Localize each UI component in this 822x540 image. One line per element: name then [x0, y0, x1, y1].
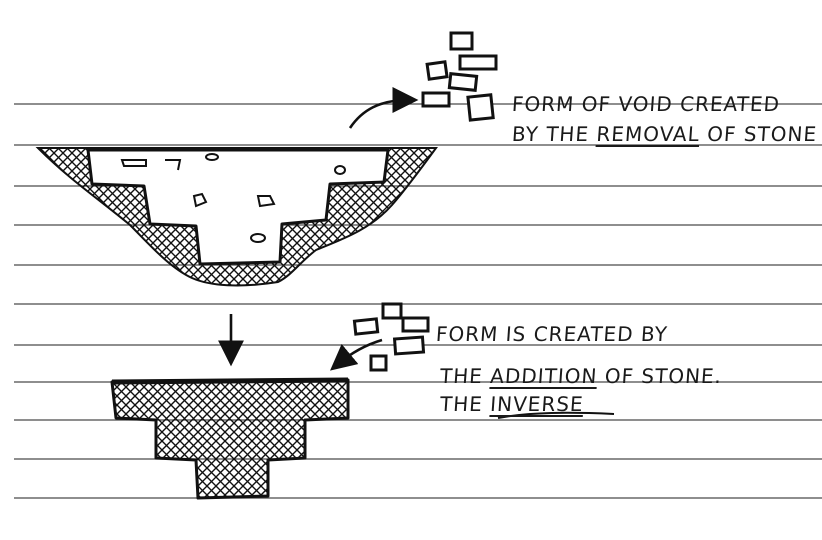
stone-block: [383, 304, 401, 318]
void-note-suffix: OF STONE: [699, 122, 818, 146]
inverse-note-line: THE INVERSE: [439, 392, 584, 416]
void-note-line2: BY THE REMOVAL OF STONE: [511, 122, 818, 146]
addition-note-prefix: THE: [439, 364, 491, 388]
stone-block: [427, 62, 447, 79]
stone-block: [449, 74, 476, 91]
stone-block: [354, 319, 377, 334]
stone-block: [460, 56, 496, 69]
removal-underlined: REMOVAL: [596, 122, 701, 146]
stone-block: [403, 318, 428, 331]
addition-note-line2: THE ADDITION OF STONE.: [439, 364, 723, 388]
stone-block: [423, 93, 449, 106]
inverse-note-prefix: THE: [439, 392, 491, 416]
addition-note-line1: FORM IS CREATED BY: [435, 322, 668, 346]
void-note-line1: FORM OF VOID CREATED: [511, 92, 781, 116]
stone-block: [371, 356, 386, 370]
stone-block: [395, 337, 424, 354]
addition-note-suffix: OF STONE.: [597, 364, 723, 388]
stone-block: [468, 95, 493, 120]
void-note-prefix: BY THE: [511, 122, 597, 146]
inverse-underlined: INVERSE: [489, 392, 584, 416]
inverse-form-top-edge: [112, 380, 348, 382]
addition-underlined: ADDITION: [489, 364, 598, 388]
stone-block: [451, 33, 472, 49]
